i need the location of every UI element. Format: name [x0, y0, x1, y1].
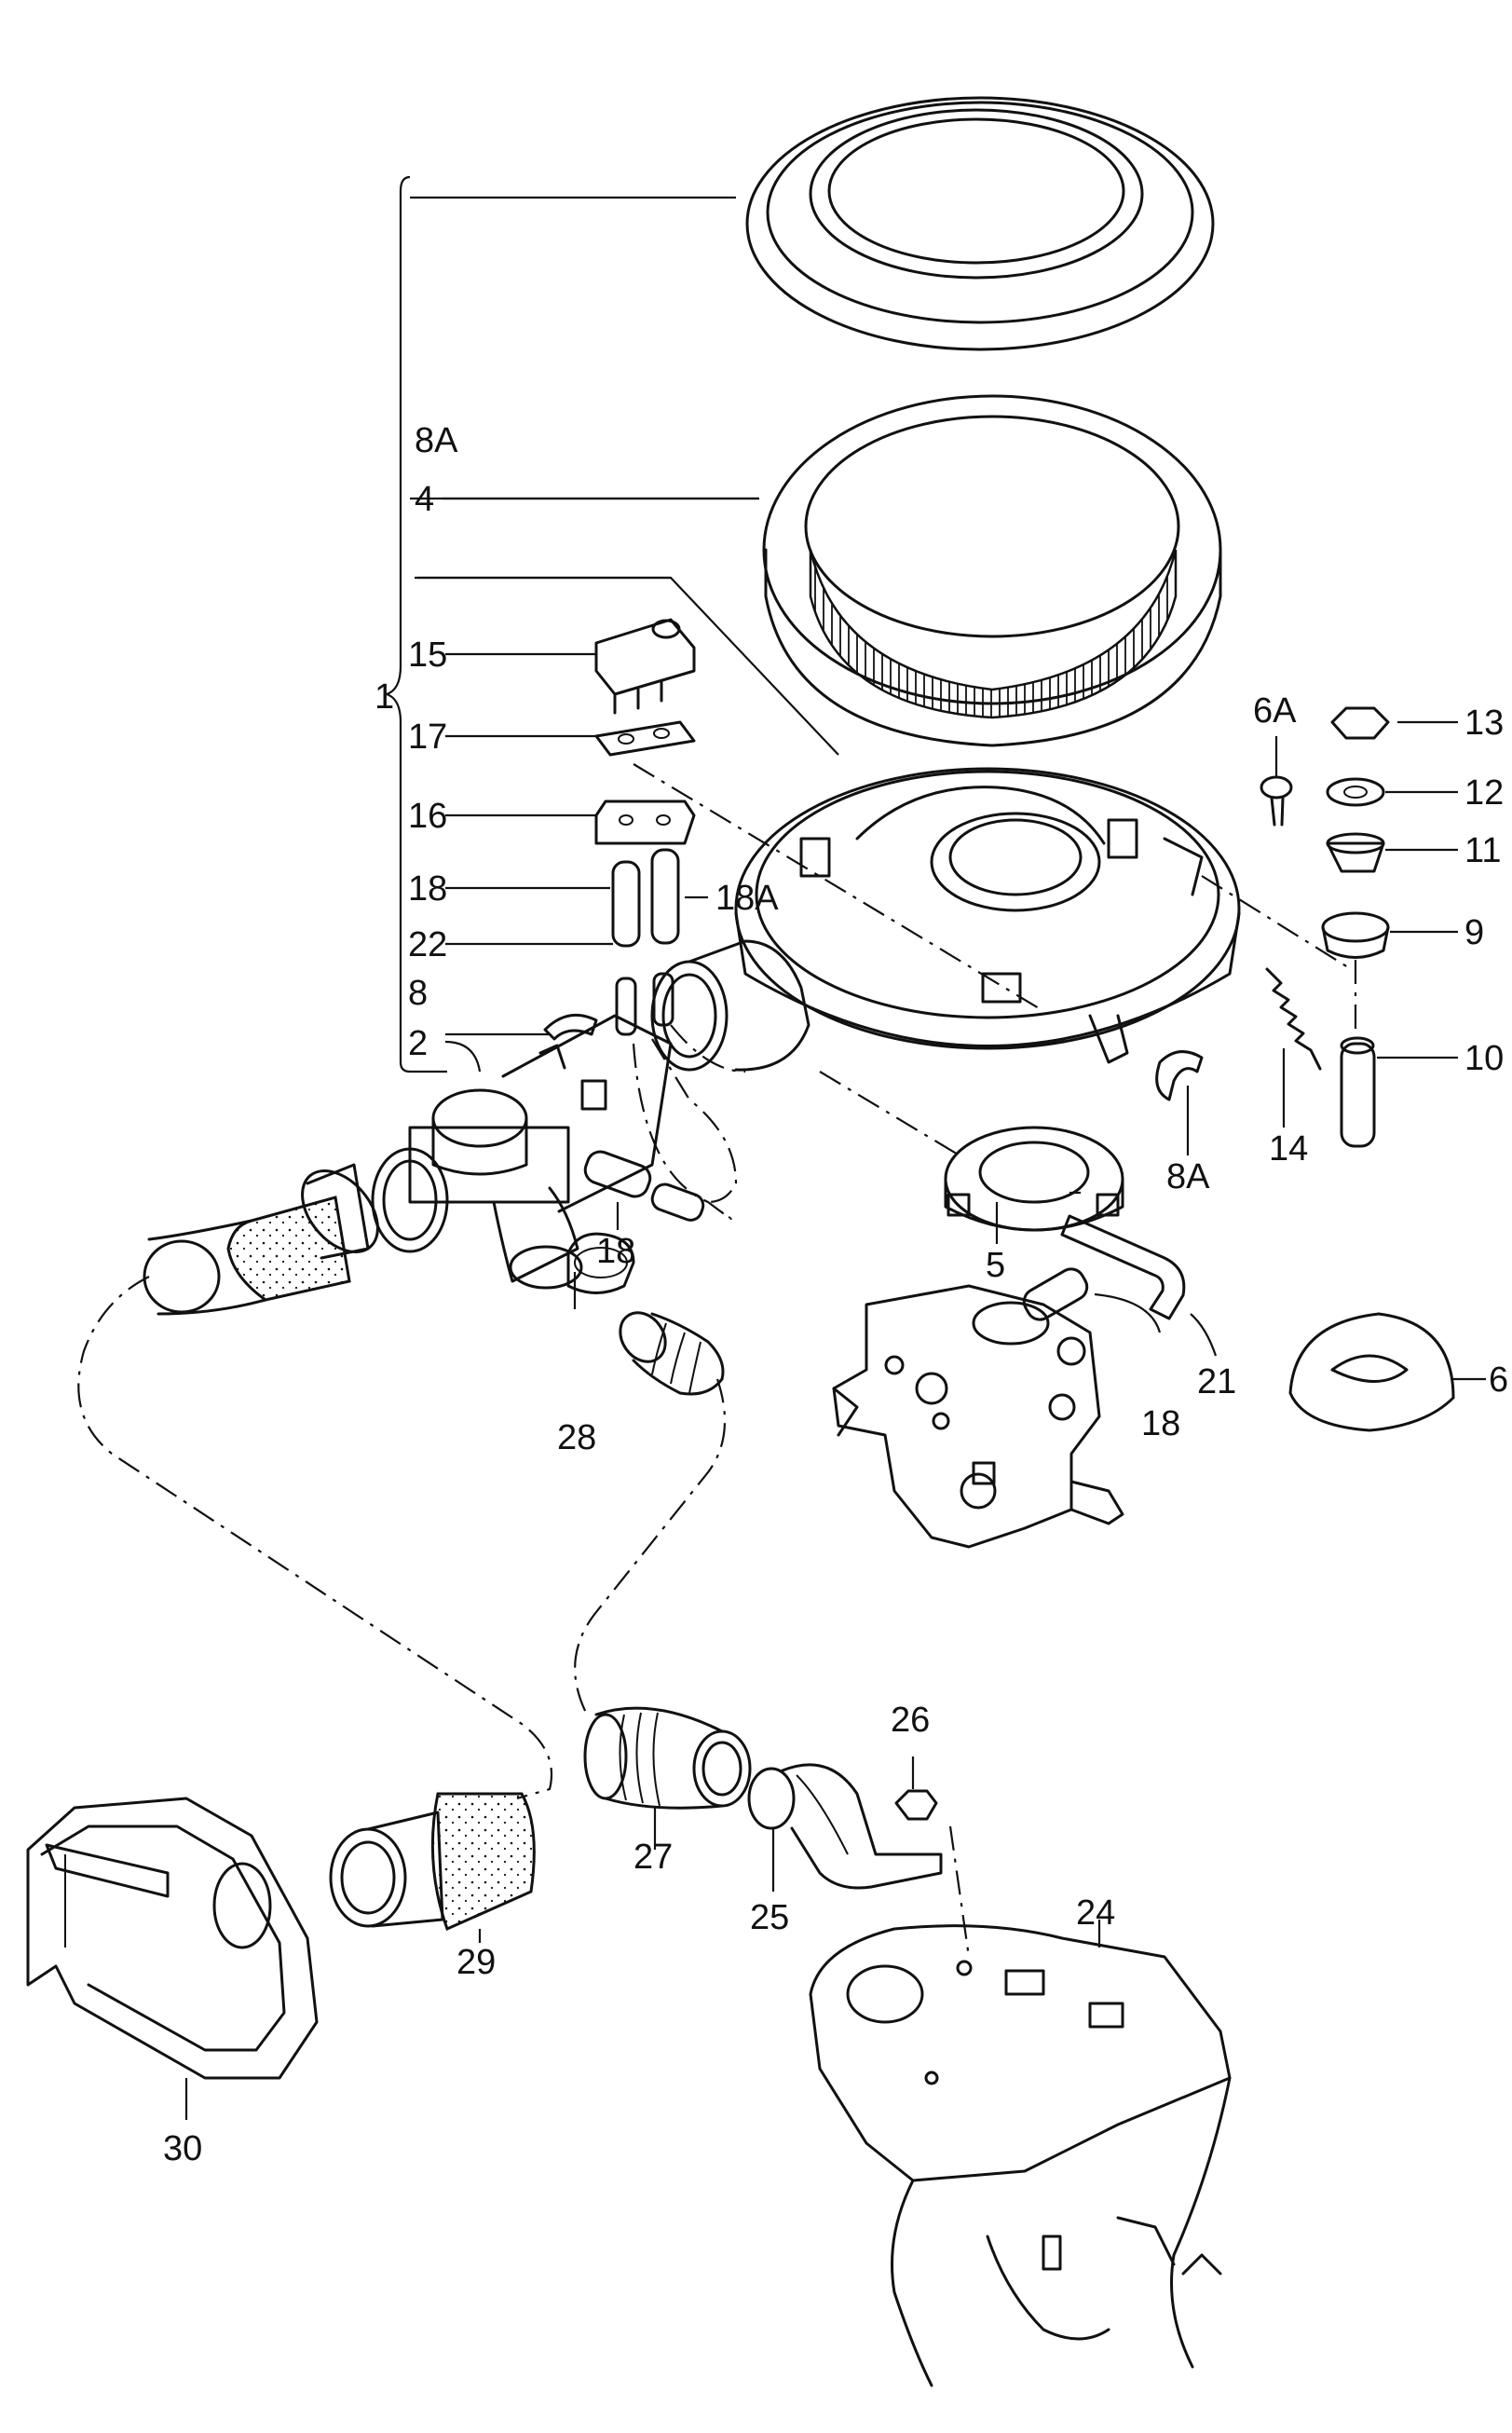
- carburettor: [832, 1284, 1124, 1549]
- callout-18-right: 18: [1141, 1404, 1180, 1443]
- assembly-lines: [77, 763, 1357, 1958]
- callout-9: 9: [1464, 913, 1484, 952]
- callout-29: 29: [456, 1943, 496, 1982]
- elbow-25: [747, 1763, 943, 1890]
- callout-8a-top: 8A: [415, 421, 458, 460]
- callout-15: 15: [408, 636, 447, 675]
- temperature-regulator: [371, 1014, 673, 1290]
- callout-21: 21: [1197, 1362, 1236, 1401]
- intake-sleeve-upper: [143, 1163, 379, 1316]
- intake-sleeve-29: [329, 1792, 536, 1932]
- hose-21: [1060, 1214, 1186, 1320]
- intake-manifold: [809, 1924, 1232, 2387]
- air-cleaner-lid: [745, 96, 1215, 351]
- callout-24: 24: [1076, 1893, 1115, 1933]
- callout-6a: 6A: [1253, 691, 1297, 731]
- callout-8a-right: 8A: [1166, 1157, 1210, 1196]
- vacuum-valve: [594, 618, 696, 715]
- hose-clamp-28: [566, 1232, 635, 1294]
- callout-18-left: 18: [408, 869, 447, 909]
- callout-2: 2: [408, 1024, 428, 1063]
- callout-18a: 18A: [715, 879, 779, 918]
- air-filter-element: [762, 394, 1222, 747]
- nut-26: [894, 1789, 938, 1821]
- clip-8: [543, 1013, 598, 1041]
- callout-17: 17: [408, 718, 447, 757]
- callout-8: 8: [408, 974, 428, 1013]
- callout-5: 5: [986, 1246, 1005, 1285]
- hose-pieces: [583, 848, 1089, 1321]
- callout-28: 28: [557, 1418, 596, 1457]
- callout-12: 12: [1464, 773, 1504, 813]
- valve-bracket: [594, 800, 696, 845]
- carburettor-seal: [944, 1126, 1124, 1232]
- preheat-shroud: [26, 1797, 319, 2080]
- fastener-stack: [1321, 706, 1390, 1148]
- callout-22: 22: [408, 925, 447, 964]
- callout-30: 30: [163, 2129, 202, 2168]
- valve-gasket: [594, 720, 696, 757]
- callout-27: 27: [633, 1838, 673, 1877]
- bellows-tube-27: [583, 1706, 752, 1810]
- spring-14: [1265, 967, 1322, 1071]
- rivet-6a: [1260, 775, 1293, 827]
- bellows-hose: [619, 1311, 725, 1396]
- clip-8a: [1155, 1050, 1204, 1101]
- callout-14: 14: [1269, 1129, 1308, 1169]
- air-cleaner-housing: [734, 767, 1241, 1064]
- callout-25: 25: [750, 1898, 789, 1937]
- callout-16: 16: [408, 797, 447, 836]
- callout-10: 10: [1464, 1039, 1504, 1078]
- callout-1: 1: [375, 677, 394, 717]
- callout-18-mid: 18: [596, 1232, 635, 1271]
- callout-11: 11: [1464, 831, 1501, 870]
- callout-26: 26: [891, 1701, 930, 1740]
- callout-13: 13: [1464, 704, 1504, 743]
- callout-4: 4: [415, 480, 434, 519]
- base-plate: [1288, 1312, 1455, 1432]
- callout-labels: 1 8A 4 15 17 16 18 18A 22 8 2 18 5 6A 13…: [163, 421, 1508, 2168]
- intake-neck: [650, 939, 810, 1072]
- callout-6: 6: [1489, 1360, 1508, 1400]
- leader-lines: [184, 497, 1486, 2120]
